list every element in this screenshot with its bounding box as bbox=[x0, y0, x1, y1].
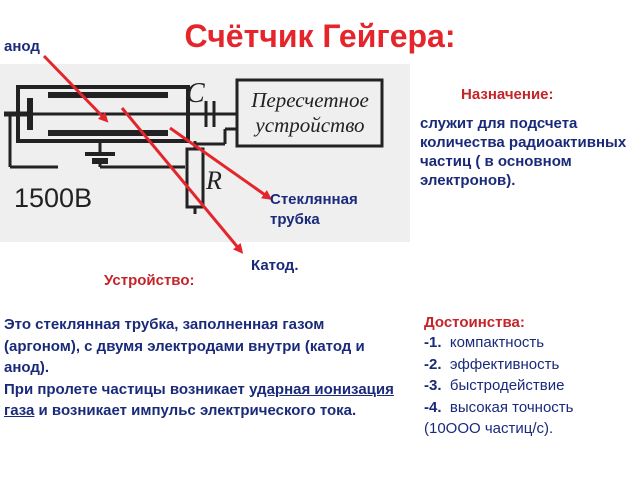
purpose-heading: Назначение: bbox=[461, 86, 554, 103]
device-description: Это стеклянная трубка, заполненная газом… bbox=[4, 314, 404, 422]
advantage-item: -2. эффективность bbox=[424, 354, 574, 376]
cathode-hatch-top bbox=[48, 92, 168, 98]
advantage-marker: -2. bbox=[424, 355, 442, 373]
advantage-marker: -3. bbox=[424, 377, 442, 394]
advantages-list: -1. компактность -2. эффективность -3. б… bbox=[424, 332, 574, 440]
advantage-item: -3. быстродействие bbox=[424, 375, 574, 397]
device-paragraph-1: Это стеклянная трубка, заполненная газом… bbox=[4, 316, 365, 376]
device-paragraph-2-end: и возникает импульс электрического тока. bbox=[34, 402, 357, 419]
cathode-label: Катод. bbox=[251, 257, 299, 274]
advantage-marker: -1. bbox=[424, 334, 442, 351]
advantage-text: эффективность bbox=[449, 355, 560, 373]
advantage-marker: -4. bbox=[424, 398, 442, 416]
capacitor-label: C bbox=[186, 78, 205, 109]
device-paragraph-2-start: При пролете частицы возникает bbox=[4, 380, 250, 398]
advantage-note: (10ООО частиц/с). bbox=[424, 420, 554, 437]
anode-label: анод bbox=[4, 38, 40, 55]
resistor-label: R bbox=[205, 166, 222, 195]
purpose-text: служит для подсчета количества радиоакти… bbox=[420, 115, 627, 189]
advantage-item: -1. компактность bbox=[424, 332, 574, 354]
counter-box-line1: Пересчетное bbox=[250, 88, 369, 112]
glass-tube-label: Стеклянная трубка bbox=[270, 191, 358, 228]
impact-ionization-phrase: ударная ионизация газа bbox=[4, 380, 394, 420]
advantage-item: -4. высокая точность bbox=[424, 397, 574, 419]
counter-box-line2: устройство bbox=[253, 113, 364, 137]
advantage-text: компактность bbox=[449, 334, 545, 351]
advantage-text: быстродействие bbox=[449, 377, 565, 394]
advantage-text: высокая точность bbox=[449, 398, 574, 416]
advantages-heading: Достоинства: bbox=[424, 314, 525, 331]
page-title: Счётчик Гейгера: bbox=[184, 18, 456, 54]
voltage-label: 1500В bbox=[14, 183, 92, 213]
device-heading: Устройство: bbox=[104, 272, 195, 289]
cathode-hatch-bottom bbox=[48, 130, 168, 136]
cathode-hatch bbox=[48, 92, 168, 136]
device-paragraph-2: При пролете частицы возникает ударная ио… bbox=[4, 379, 404, 422]
